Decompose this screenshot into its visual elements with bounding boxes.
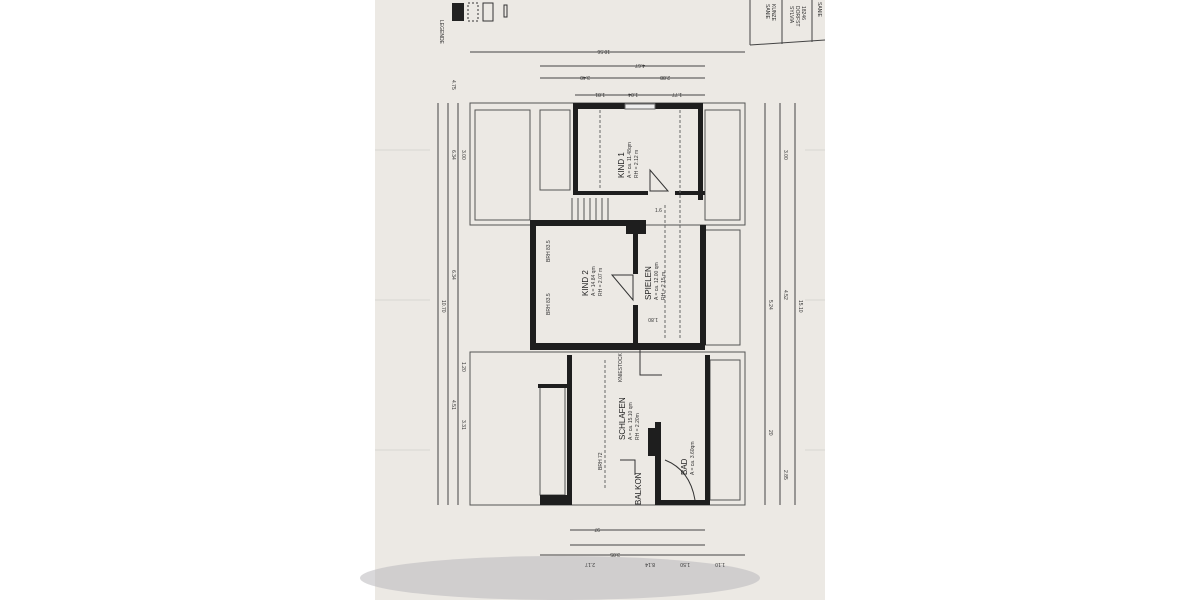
svg-text:SANIE: SANIE bbox=[816, 2, 822, 18]
svg-text:1.10: 1.10 bbox=[715, 561, 725, 567]
svg-text:BAD: BAD bbox=[680, 458, 689, 475]
svg-text:KUNZE: KUNZE bbox=[770, 4, 776, 22]
svg-text:15.10: 15.10 bbox=[797, 300, 803, 313]
dimension-lines bbox=[437, 51, 796, 556]
legend: LEGENDE bbox=[438, 2, 508, 45]
doors bbox=[610, 168, 696, 501]
svg-text:A = ca. 12.00 qm: A = ca. 12.00 qm bbox=[654, 262, 660, 300]
dim-label: 1.80 bbox=[648, 316, 658, 322]
svg-text:SYLVIA: SYLVIA bbox=[788, 6, 794, 24]
brh-label: BRH 83.5 bbox=[546, 240, 552, 262]
svg-text:A = ca. 3.60qm: A = ca. 3.60qm bbox=[690, 442, 696, 476]
svg-text:3.05: 3.05 bbox=[610, 551, 620, 557]
title-block: SANIE KUNZE SYLVIA DORFST 18246 SANIE bbox=[749, 0, 826, 46]
svg-text:DORFST: DORFST bbox=[794, 6, 800, 27]
svg-text:KIND 1: KIND 1 bbox=[617, 152, 626, 178]
dim-label: 1.6 bbox=[655, 208, 662, 214]
room-kind-1: KIND 1 A = ca. 11.48qm RH = 2.12 m bbox=[617, 142, 640, 178]
svg-text:1.50: 1.50 bbox=[680, 561, 690, 567]
legend-title: LEGENDE bbox=[438, 20, 444, 45]
kniestock-label: KNIESTOCK bbox=[618, 353, 624, 382]
svg-text:3.00: 3.00 bbox=[460, 150, 466, 160]
svg-text:3.31: 3.31 bbox=[460, 420, 466, 430]
svg-text:4.51: 4.51 bbox=[450, 400, 456, 410]
legend-window-icon bbox=[503, 4, 508, 18]
brh-label: BRH 72 bbox=[598, 452, 604, 470]
room-kind-2: KIND 2 A = 14.84 qm RH = 2.07 m bbox=[581, 266, 604, 296]
walls bbox=[530, 103, 710, 505]
svg-text:18246: 18246 bbox=[800, 6, 806, 20]
svg-text:2.85: 2.85 bbox=[782, 470, 788, 480]
svg-text:10.56: 10.56 bbox=[597, 48, 610, 54]
legend-solid-wall-icon bbox=[452, 3, 464, 21]
svg-text:A = 14.84 qm: A = 14.84 qm bbox=[591, 266, 597, 296]
svg-text:10.70: 10.70 bbox=[440, 300, 446, 313]
svg-text:A = ca. 11.48qm: A = ca. 11.48qm bbox=[627, 142, 633, 178]
room-balkon: BALKON bbox=[634, 472, 643, 505]
svg-text:1.81: 1.81 bbox=[595, 91, 605, 97]
stairs bbox=[571, 198, 609, 220]
svg-text:KIND 2: KIND 2 bbox=[581, 270, 590, 296]
svg-text:3.00: 3.00 bbox=[782, 150, 788, 160]
svg-text:2.88: 2.88 bbox=[660, 74, 670, 80]
svg-text:1.77: 1.77 bbox=[672, 91, 682, 97]
paper-lines bbox=[375, 149, 825, 451]
shadow bbox=[360, 556, 760, 600]
legend-light-wall-icon bbox=[482, 2, 494, 22]
paper-sheet bbox=[375, 0, 825, 600]
svg-text:3.40: 3.40 bbox=[580, 74, 590, 80]
room-spielen: SPIELEN A = ca. 12.00 qm RH = 2.15 m bbox=[644, 262, 667, 300]
svg-text:4.52: 4.52 bbox=[782, 290, 788, 300]
svg-text:5.24: 5.24 bbox=[767, 300, 773, 310]
legend-hatched-wall-icon bbox=[467, 2, 479, 22]
brh-label: BRH 83.5 bbox=[546, 293, 552, 315]
svg-text:20: 20 bbox=[767, 430, 773, 436]
svg-text:2.17: 2.17 bbox=[585, 561, 595, 567]
svg-text:4.75: 4.75 bbox=[450, 80, 456, 90]
svg-text:RH = 2.12 m: RH = 2.12 m bbox=[634, 150, 640, 178]
svg-text:1.04: 1.04 bbox=[628, 91, 638, 97]
svg-text:1.20: 1.20 bbox=[460, 362, 466, 372]
svg-text:RH = 2.07 m: RH = 2.07 m bbox=[598, 268, 604, 296]
svg-text:6.34: 6.34 bbox=[450, 270, 456, 280]
svg-text:97: 97 bbox=[594, 526, 600, 532]
svg-text:RH = 2.15 m: RH = 2.15 m bbox=[661, 272, 667, 300]
kniestock-lines bbox=[599, 110, 681, 490]
room-schlafen: SCHLAFEN A = ca. 15.10 qm RH = 2.20m bbox=[618, 397, 641, 440]
svg-text:SCHLAFEN: SCHLAFEN bbox=[618, 397, 627, 440]
svg-text:SPIELEN: SPIELEN bbox=[644, 266, 653, 300]
dimension-texts: 10.56 4.67 3.40 2.88 1.81 1.04 1.77 6.34… bbox=[440, 48, 803, 567]
svg-text:8.14: 8.14 bbox=[645, 561, 655, 567]
svg-text:SANIE: SANIE bbox=[764, 4, 770, 20]
svg-text:6.34: 6.34 bbox=[450, 150, 456, 160]
svg-text:4.67: 4.67 bbox=[635, 62, 645, 68]
svg-text:RH = 2.20m: RH = 2.20m bbox=[635, 413, 641, 440]
window-kind-1 bbox=[624, 103, 656, 110]
svg-text:A = ca. 15.10 qm: A = ca. 15.10 qm bbox=[628, 402, 634, 440]
room-bad: BAD A = ca. 3.60qm bbox=[680, 442, 696, 476]
